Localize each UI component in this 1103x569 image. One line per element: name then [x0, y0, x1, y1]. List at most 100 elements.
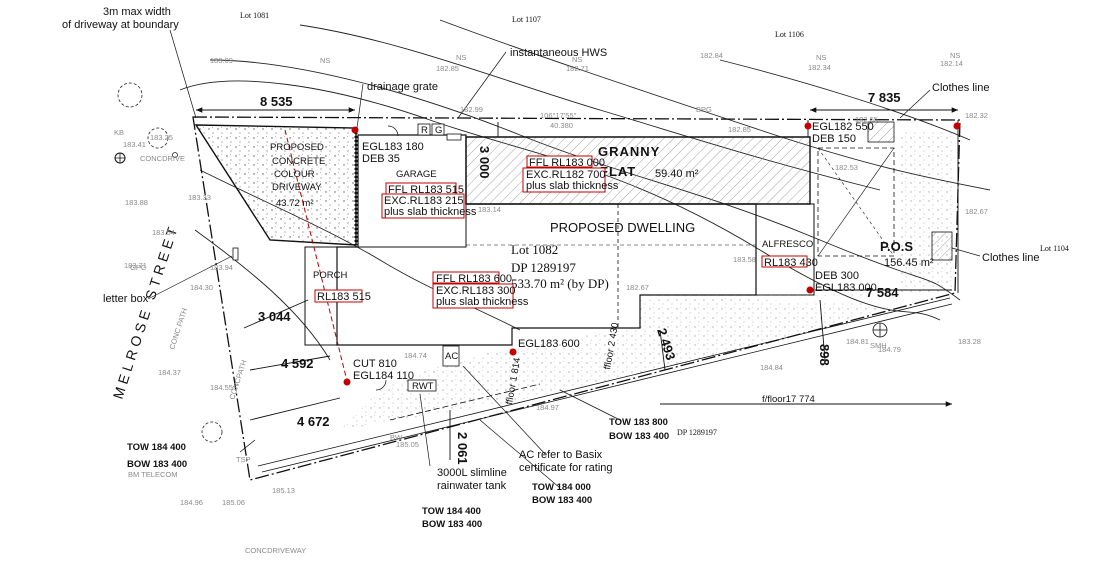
survey-gpc: GPC	[130, 263, 147, 272]
deb-1: DEB 35	[362, 153, 400, 165]
spot-height: 182.67	[626, 283, 649, 292]
dim-2061: 2 061	[455, 432, 470, 465]
survey-concpath-1: CONC PATH	[167, 307, 189, 351]
rwt-label: RWT	[412, 381, 434, 392]
neighbour-lot-1106: Lot 1106	[775, 30, 804, 39]
dim-4672: 4 672	[297, 414, 330, 429]
driveway-label-2: CONCRETE	[272, 156, 325, 167]
ffl-garage-box	[381, 182, 465, 219]
spot-height: 185.13	[272, 486, 295, 495]
ac-box	[442, 345, 460, 367]
tow-4: TOW 183 800	[609, 417, 668, 428]
spot-height: 184.37	[158, 368, 181, 377]
dim-898: 898	[817, 344, 832, 366]
exc-flat: EXC.RL182 700	[526, 169, 606, 181]
spot-height: 183.88	[125, 198, 148, 207]
rl-porch: RL183 515	[317, 291, 371, 303]
spot-height: 182.71	[566, 64, 589, 73]
slab-house: plus slab thickness	[436, 296, 529, 308]
neighbour-lot-1081: Lot 1081	[240, 11, 269, 20]
pos-label: P.O.S	[880, 239, 913, 254]
neighbour-dp: DP 1289197	[677, 428, 717, 437]
letter-box-icon	[232, 247, 239, 261]
dim-bearing-len: 40.380	[550, 121, 573, 130]
ac-label: AC	[445, 351, 458, 362]
lot-dp: DP 1289197	[511, 260, 576, 275]
spot-height: 183.71	[124, 261, 147, 270]
box-r-label: R	[421, 125, 428, 136]
lot-number: Lot 1082	[511, 242, 558, 257]
driveway-label-3: COLOUR	[274, 169, 315, 180]
spot-height: 183.14	[478, 205, 501, 214]
driveway-area: 43.72 m²	[276, 198, 314, 209]
spot-height: 184.96	[180, 498, 203, 507]
dim-4592: 4 592	[281, 356, 314, 371]
smh-icon	[872, 322, 888, 338]
driveway-label-4: DRIVEWAY	[272, 182, 322, 193]
granny-flat-label-1: GRANNY	[598, 144, 660, 159]
survey-bpg: BPG	[696, 105, 712, 114]
survey-kb: KB	[114, 128, 124, 137]
dwelling-label: PROPOSED DWELLING	[550, 220, 695, 235]
deb-3: DEB 300	[815, 270, 859, 282]
spot-height: 183.58	[733, 255, 756, 264]
annotation-tank-2: rainwater tank	[437, 480, 507, 492]
exc-garage: EXC.RL183 215	[384, 195, 464, 207]
rl-alfresco-box	[761, 255, 808, 268]
driveway	[194, 124, 358, 246]
annotation-driveway-width-2: of driveway at boundary	[62, 19, 179, 31]
dim-boundary: f/floor17 774	[762, 394, 815, 405]
spot-height: 183.54	[152, 228, 175, 237]
pos-area	[817, 147, 895, 257]
spot-height: 182.99	[460, 105, 483, 114]
spot-height: 182.67	[965, 207, 988, 216]
survey-tsp: TSP	[236, 455, 251, 464]
dim-7835: 7 835	[868, 90, 901, 105]
spot-height: 184.79	[878, 345, 901, 354]
spot-height: 185.05	[396, 440, 419, 449]
granny-flat-area: 59.40 m²	[655, 168, 699, 180]
egl-3: EGL183 000	[815, 282, 877, 294]
bow-2: BOW 183 400	[422, 519, 482, 530]
spot-height: 182.84	[700, 51, 723, 60]
dim-bearing: 106°17'55"	[540, 111, 577, 120]
annotation-driveway-width-1: 3m max width	[103, 6, 171, 18]
dim-8535: 8 535	[260, 94, 293, 109]
annotation-clothes-line-1: Clothes line	[932, 82, 989, 94]
porch-label: PORCH	[313, 270, 347, 281]
spot-height: 182.32	[965, 111, 988, 120]
spot-height: 183.33	[188, 193, 211, 202]
annotation-hws: instantaneous HWS	[510, 47, 607, 59]
dim-3044: 3 044	[258, 309, 291, 324]
survey-concdrive-1: CONCDRIVE	[140, 154, 185, 163]
survey-concdrive-2: CONCDRIVEWAY	[245, 546, 306, 555]
ffl-house-box	[432, 271, 514, 309]
survey-telecom: BM TELECOM	[128, 470, 177, 479]
spot-height: 184.81	[846, 337, 869, 346]
neighbour-lot-1104: Lot 1104	[1040, 244, 1069, 253]
survey-ns: NS	[816, 53, 826, 62]
pos-area-label: 156.45 m²	[884, 257, 934, 269]
yard-fill	[340, 130, 955, 430]
cut-label: CUT 810	[353, 358, 397, 370]
survey-ns: NS	[320, 56, 330, 65]
tow-3: TOW 184 000	[532, 482, 591, 493]
dim-7584: 7 584	[866, 285, 899, 300]
survey-ns: NS	[572, 55, 582, 64]
neighbour-lot-1107: Lot 1107	[512, 15, 541, 24]
rl-alfresco: RL183 430	[764, 257, 818, 269]
door-swings	[375, 125, 399, 391]
spot-height: 182.14	[940, 59, 963, 68]
survey-concpath-2: CONCPATH	[227, 359, 248, 401]
bow-1: BOW 183 400	[127, 459, 187, 470]
spot-height: 184.30	[190, 283, 213, 292]
annotation-clothes-line-2: Clothes line	[982, 252, 1039, 264]
survey-ns: NS	[456, 53, 466, 62]
hws-box	[446, 133, 462, 141]
granny-flat-label-2: FLAT	[600, 164, 636, 179]
egl-1: EGL183 180	[362, 141, 424, 153]
clothes-line-box-2	[931, 231, 953, 261]
rl-porch-box	[314, 289, 363, 303]
street-tree-1	[117, 82, 223, 443]
survey-smh: SMH	[870, 341, 887, 350]
